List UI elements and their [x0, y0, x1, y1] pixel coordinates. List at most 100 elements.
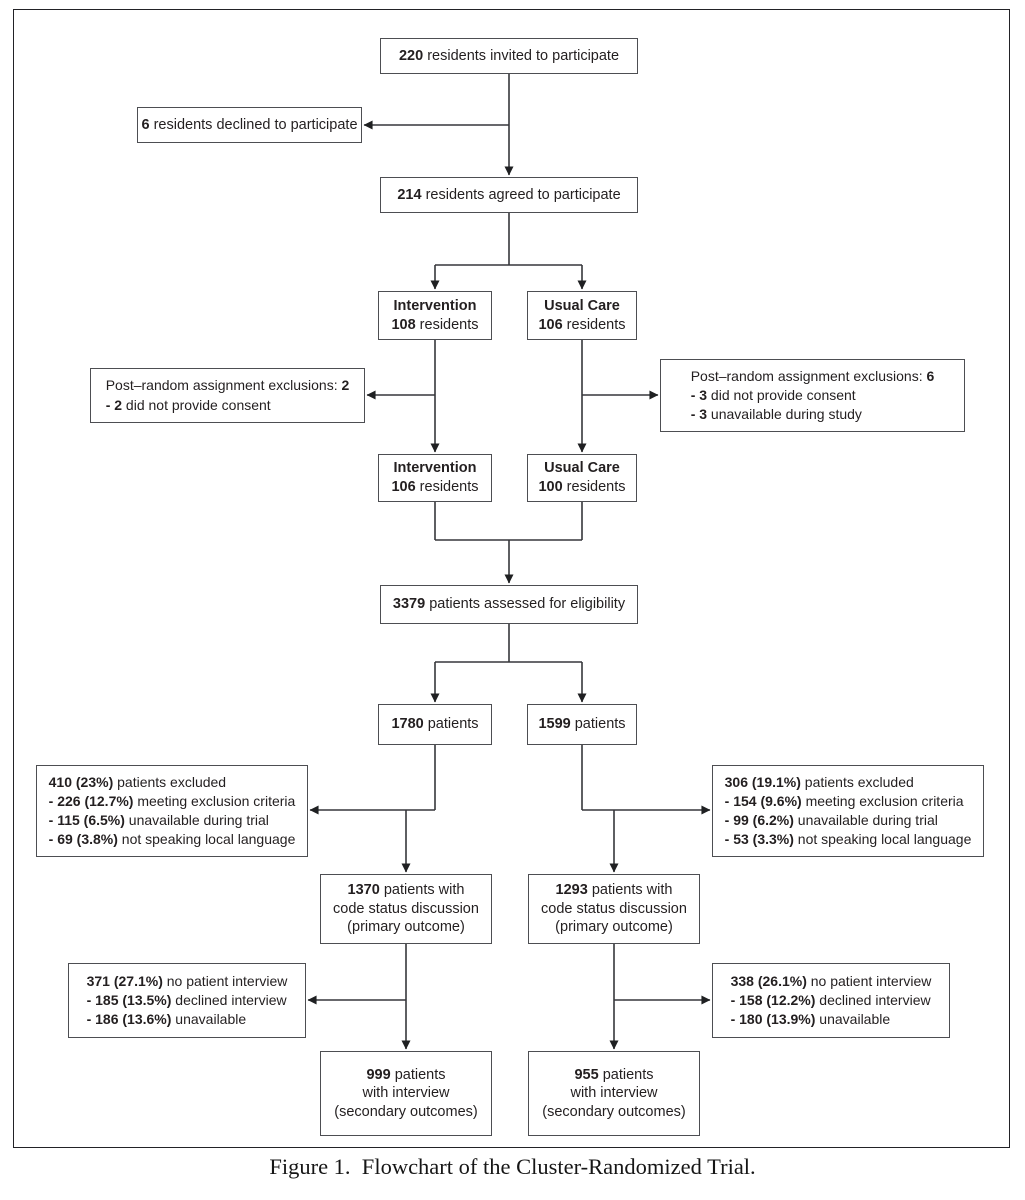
text-segment: no patient interview: [806, 972, 932, 989]
bold-segment: 306 (19.1%): [724, 773, 801, 790]
text-segment: meeting exclusion criteria: [801, 792, 964, 809]
box-declined: 6 residents declined to participate: [137, 107, 362, 143]
box-line: (secondary outcomes): [542, 1103, 685, 1122]
text-segment: patients: [598, 1066, 654, 1083]
text-segment: unavailable during study: [707, 406, 862, 423]
bold-segment: 2: [341, 377, 350, 394]
box-line: 338 (26.1%) no patient interview: [731, 972, 932, 991]
bold-segment: - 2: [105, 396, 123, 413]
text-segment: declined interview: [171, 991, 287, 1008]
bold-segment: - 3: [690, 386, 708, 403]
bold-segment: - 99 (6.2%): [724, 812, 794, 828]
bold-segment: 410 (23%): [48, 773, 114, 790]
box-line: - 3 unavailable during study: [691, 405, 935, 424]
box-no-interview-usual-care: 338 (26.1%) no patient interview - 158 (…: [712, 963, 950, 1038]
text-segment: Post–random assignment exclusions:: [690, 367, 927, 384]
text-segment: declined interview: [815, 991, 931, 1008]
text-segment: patients assessed for eligibility: [425, 596, 626, 613]
box-excluded-usual-care: 306 (19.1%) patients excluded - 154 (9.6…: [712, 765, 984, 857]
text-segment: residents: [415, 479, 479, 495]
box-line: 371 (27.1%) no patient interview: [87, 972, 288, 991]
bold-segment: - 185 (13.5%): [86, 991, 172, 1008]
box-line: (primary outcome): [333, 918, 479, 937]
bold-segment: 371 (27.1%): [86, 972, 163, 989]
box-patients-usual-care: 1599 patients: [527, 704, 637, 745]
bold-segment: 106: [538, 316, 563, 333]
text-segment: unavailable: [815, 1011, 891, 1028]
box-post-random-exclusions-left: Post–random assignment exclusions: 2 - 2…: [90, 368, 365, 423]
text-segment: residents: [562, 479, 626, 495]
text-segment: patients: [570, 716, 626, 733]
bold-segment: 1370: [347, 882, 380, 899]
box-line: 106 residents: [538, 316, 625, 335]
bold-segment: 220: [398, 47, 424, 64]
text-segment: unavailable: [171, 1011, 247, 1028]
bold-segment: 1599: [538, 716, 571, 733]
box-line: code status discussion: [541, 900, 687, 919]
box-secondary-outcomes-intervention: 999 patients with interview (secondary o…: [320, 1051, 492, 1136]
box-line: 106 residents: [391, 478, 478, 497]
box-line: - 115 (6.5%) unavailable during trial: [49, 811, 296, 830]
box-line: 1780 patients: [391, 715, 478, 734]
bold-segment: 999: [366, 1066, 391, 1083]
box-line: - 3 did not provide consent: [691, 386, 935, 405]
box-line: - 185 (13.5%) declined interview: [87, 991, 288, 1010]
figure-caption: Figure 1. Flowchart of the Cluster-Rando…: [269, 1154, 756, 1179]
bold-segment: - 158 (12.2%): [730, 991, 816, 1008]
box-line: with interview: [334, 1084, 477, 1103]
bold-segment: - 69 (3.8%): [48, 831, 118, 848]
box-line: - 2 did not provide consent: [106, 396, 350, 415]
bold-segment: Intervention: [393, 297, 477, 314]
text-segment: residents: [415, 316, 479, 333]
box-secondary-outcomes-usual-care: 955 patients with interview (secondary o…: [528, 1051, 700, 1136]
box-line: 1370 patients with: [333, 881, 479, 900]
box-intervention-arm: Intervention 108 residents: [378, 291, 492, 340]
text-segment: residents: [562, 316, 626, 333]
box-line: 3379 patients assessed for eligibility: [393, 595, 625, 614]
text-segment: residents invited to participate: [423, 47, 620, 64]
text-segment: meeting exclusion criteria: [133, 792, 296, 809]
box-line: - 226 (12.7%) meeting exclusion criteria: [49, 792, 296, 811]
box-line: - 154 (9.6%) meeting exclusion criteria: [725, 792, 972, 811]
text-segment: residents agreed to participate: [421, 186, 621, 203]
box-line: - 180 (13.9%) unavailable: [731, 1010, 932, 1029]
text-segment: unavailable during trial: [793, 812, 938, 828]
text-segment: code status discussion: [541, 900, 687, 917]
text-segment: patients: [390, 1066, 446, 1083]
box-line: 955 patients: [542, 1066, 685, 1085]
box-post-random-exclusions-right: Post–random assignment exclusions: 6 - 3…: [660, 359, 965, 432]
bold-segment: 214: [397, 186, 422, 203]
bold-segment: - 115 (6.5%): [48, 812, 125, 828]
box-usual-care-arm-post: Usual Care 100 residents: [527, 454, 637, 502]
bold-segment: 6: [141, 116, 150, 133]
bold-segment: Usual Care: [544, 460, 620, 477]
bold-segment: - 226 (12.7%): [48, 792, 134, 809]
text-segment: (primary outcome): [347, 919, 465, 936]
box-line: (primary outcome): [541, 918, 687, 937]
box-line: - 186 (13.6%) unavailable: [87, 1010, 288, 1029]
box-invited: 220 residents invited to participate: [380, 38, 638, 74]
box-line: Post–random assignment exclusions: 6: [691, 367, 935, 386]
box-line: Intervention: [391, 297, 478, 316]
text-segment: no patient interview: [162, 972, 288, 989]
bold-segment: 955: [574, 1066, 599, 1083]
box-line: code status discussion: [333, 900, 479, 919]
box-line: - 99 (6.2%) unavailable during trial: [725, 811, 972, 830]
bold-segment: - 180 (13.9%): [730, 1011, 816, 1028]
text-segment: unavailable during trial: [124, 812, 269, 828]
box-line: 1293 patients with: [541, 881, 687, 900]
box-primary-outcome-intervention: 1370 patients with code status discussio…: [320, 874, 492, 944]
text-segment: (primary outcome): [555, 919, 673, 936]
box-line: Intervention: [391, 459, 478, 478]
text-segment: patients with: [587, 882, 673, 899]
text-segment: not speaking local language: [117, 831, 296, 848]
bold-segment: 338 (26.1%): [730, 972, 807, 989]
box-line: 220 residents invited to participate: [399, 47, 619, 66]
bold-segment: - 53 (3.3%): [724, 831, 794, 848]
bold-segment: Intervention: [393, 460, 477, 477]
box-intervention-arm-post: Intervention 106 residents: [378, 454, 492, 502]
box-excluded-intervention: 410 (23%) patients excluded - 226 (12.7%…: [36, 765, 308, 857]
bold-segment: 3379: [392, 596, 426, 613]
